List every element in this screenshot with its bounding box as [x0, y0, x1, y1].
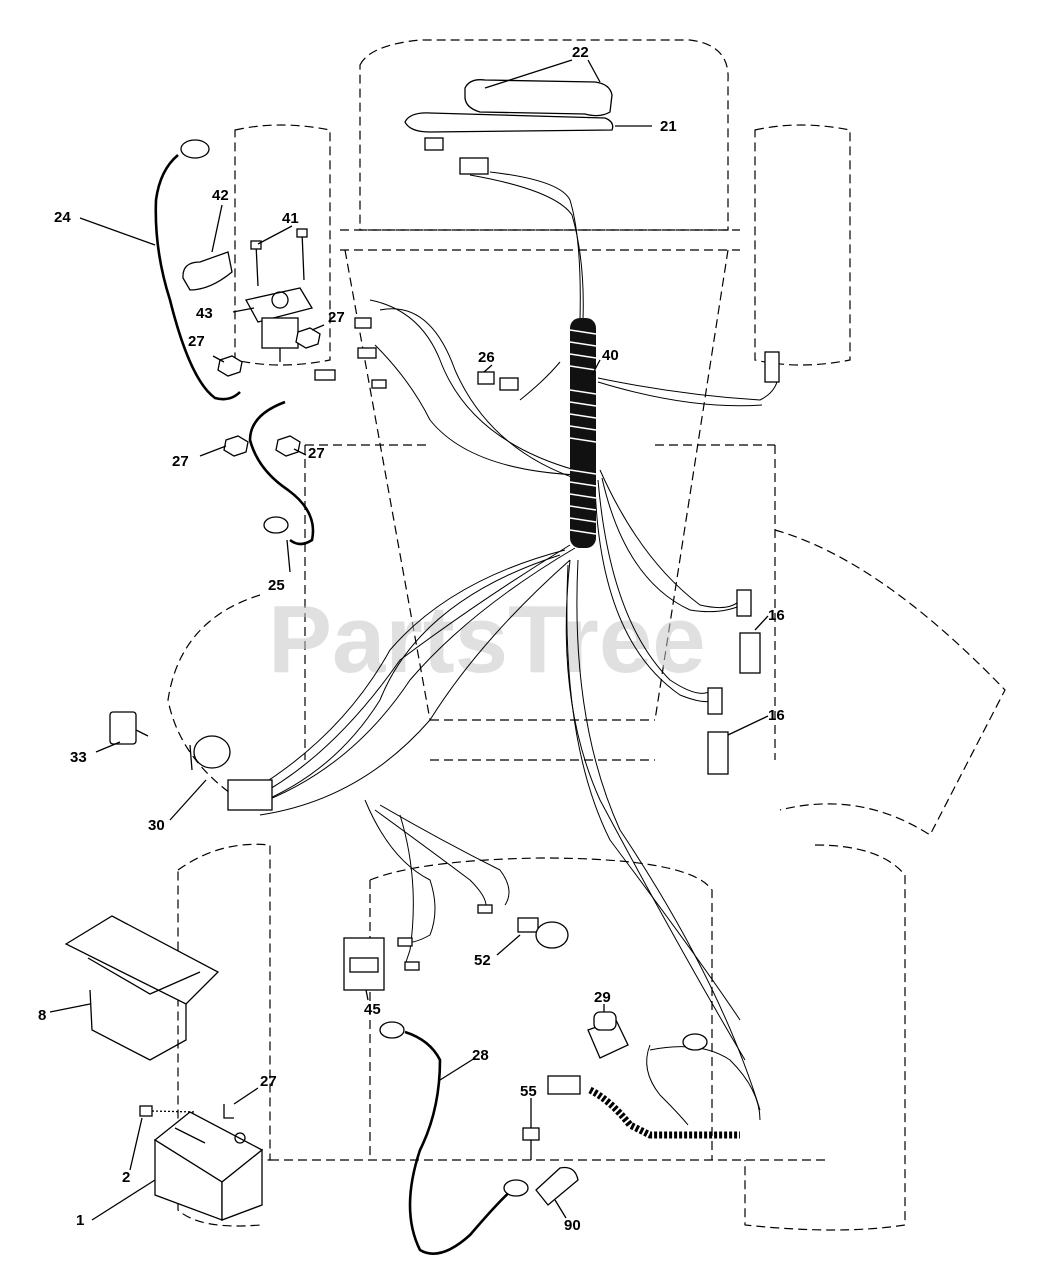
- connector-right: [764, 351, 780, 383]
- callout-22: 22: [572, 44, 589, 61]
- callout-24: 24: [54, 209, 71, 226]
- leader-lines: [49, 59, 769, 1221]
- nut-27b: [295, 327, 321, 349]
- battery-cable-24: [154, 154, 241, 401]
- callout-16a: 16: [768, 607, 785, 624]
- callout-40: 40: [602, 347, 619, 364]
- nut-27c: [223, 435, 249, 457]
- callout-labels: 22 21 24 42 41 43 27 27 27 27 26 40 25 1…: [38, 44, 785, 1234]
- connector: [354, 317, 372, 329]
- headlight-bracket: [404, 79, 614, 175]
- boot-42: [182, 251, 233, 291]
- callout-1: 1: [76, 1212, 84, 1229]
- callout-29: 29: [594, 989, 611, 1006]
- battery-1: [153, 1111, 264, 1221]
- ring-terminal: [180, 139, 210, 159]
- module-45: [343, 937, 385, 991]
- fuse-holder: [499, 377, 519, 391]
- bolt-55: [522, 1127, 540, 1160]
- callout-42: 42: [212, 187, 229, 204]
- callout-90: 90: [564, 1217, 581, 1234]
- switch-16a: [736, 589, 761, 674]
- nut-27e: [223, 1104, 234, 1119]
- callout-26: 26: [478, 349, 495, 366]
- terminal: [404, 961, 420, 971]
- key-33: [109, 711, 149, 745]
- fuse-26: [477, 371, 495, 385]
- screws-41: [250, 228, 308, 287]
- boot-90: [535, 1166, 579, 1206]
- callout-16b: 16: [768, 707, 785, 724]
- callout-27d: 27: [308, 445, 325, 462]
- solenoid-43: [245, 287, 314, 362]
- battery-tray-8: [64, 915, 220, 1061]
- callout-2: 2: [122, 1169, 130, 1186]
- ignition-switch-30: [189, 735, 273, 811]
- callout-52: 52: [474, 952, 491, 969]
- negative-cable-28: [404, 1030, 513, 1255]
- switch-29: [547, 1011, 629, 1095]
- callout-27c: 27: [172, 453, 189, 470]
- wire-harness-40: [239, 171, 779, 1126]
- callout-45: 45: [364, 1001, 381, 1018]
- coiled-sleeve: [569, 318, 597, 548]
- callout-25: 25: [268, 577, 285, 594]
- cable-25: [248, 400, 315, 546]
- terminal: [477, 904, 493, 914]
- callout-30: 30: [148, 817, 165, 834]
- connector: [371, 379, 387, 389]
- switch-16b: [707, 687, 729, 775]
- bolt-2: [139, 1105, 153, 1117]
- callout-33: 33: [70, 749, 87, 766]
- bulb-52: [517, 917, 569, 949]
- nut-27d: [275, 435, 301, 457]
- connector: [314, 369, 336, 381]
- terminal: [397, 937, 413, 947]
- connector: [357, 347, 377, 359]
- ring-terminal: [682, 1033, 708, 1051]
- coil-cord: [588, 1086, 740, 1139]
- callout-55: 55: [520, 1083, 537, 1100]
- nut-27a: [217, 355, 243, 377]
- callout-43: 43: [196, 305, 213, 322]
- callout-8: 8: [38, 1007, 46, 1024]
- callout-21: 21: [660, 118, 677, 135]
- callout-27b: 27: [328, 309, 345, 326]
- watermark: PartsTree: [268, 586, 706, 693]
- callout-28: 28: [472, 1047, 489, 1064]
- callout-41: 41: [282, 210, 299, 227]
- callout-27e: 27: [260, 1073, 277, 1090]
- callout-27a: 27: [188, 333, 205, 350]
